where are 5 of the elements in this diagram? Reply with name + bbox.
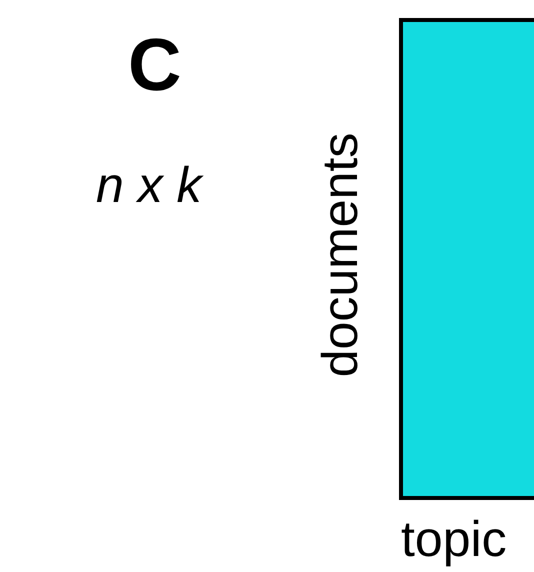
matrix-dimensions: n x k: [96, 158, 202, 213]
axis-label: documents: [315, 132, 365, 378]
matrix-name: C: [128, 28, 182, 102]
axis-label: topic: [401, 512, 507, 567]
matrix-rectangle: [399, 18, 534, 500]
